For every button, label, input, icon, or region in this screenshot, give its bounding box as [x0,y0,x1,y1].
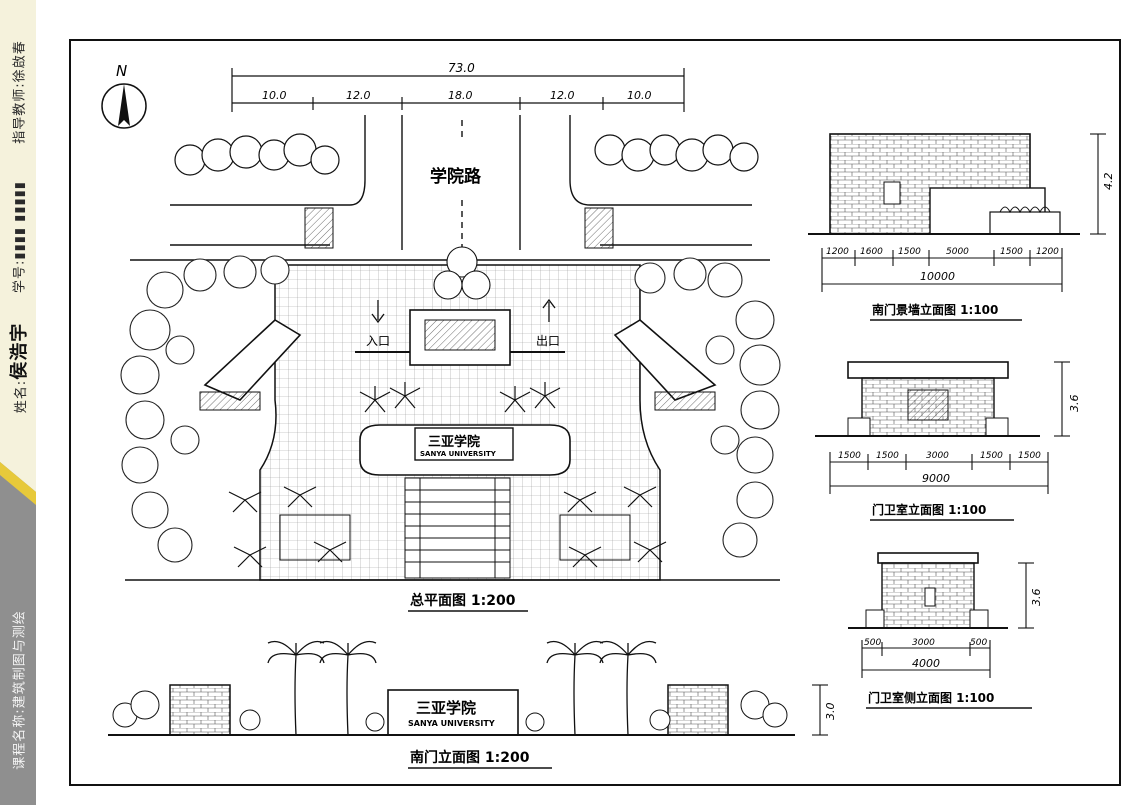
feature-wall-caption: 南门景墙立面图 1:100 [872,302,998,317]
site-plan-caption: 总平面图 1:200 [410,592,516,609]
planter-box-left [279,514,351,561]
guard-house-right [613,319,717,411]
entrance-label: 入口 [366,334,390,348]
wall-dim-value: 1500 [1000,247,1023,257]
wall-dim-value: 1200 [826,247,849,257]
guard-dim-value: 1500 [1018,451,1041,461]
north-label: N [116,62,127,80]
north-arrow-icon [101,83,147,129]
exit-arrow-icon [542,298,556,322]
plan-dim-segment: 10.0 [627,89,652,102]
gate-sign-wall [387,689,519,736]
guard-total-dim: 9000 [922,472,950,485]
side-planter-right [969,609,989,629]
student-number-label: 学号:▮▮▮▮ ▮▮▮▮▮ [12,181,28,293]
feature-wall-planter [989,211,1061,235]
gate-elevation-caption: 南门立面图 1:200 [410,749,530,766]
crosswalk-right [584,207,614,249]
palm-trees-plan [359,382,561,413]
side-walls [881,562,975,629]
gate-height-dim [812,684,828,736]
top-tree-rows [174,133,759,176]
guard-planter-right [985,417,1009,437]
guard-dim-value: 1500 [876,451,899,461]
landscape-trees [120,255,781,563]
guard-front-elevation: 3.6 1500 1500 3000 1500 1500 9000 门卫室立面图… [815,361,1081,521]
side-height-value: 3.6 [1030,589,1043,607]
plan-total-dimension: 73.0 [448,61,475,75]
wall-niche [883,181,901,205]
guard-dim-value: 1500 [980,451,1003,461]
south-gate-elevation: 三亚学院 SANYA UNIVERSITY 3.0 南门立面图 1:200 [108,640,837,769]
gate-sign-en: SANYA UNIVERSITY [408,719,495,728]
planter-box-right [559,514,631,561]
gate-pillar-right [667,684,729,736]
wall-dim-chain [821,248,1063,292]
course-name-label: 课程名称:建筑制图与测绘 [12,610,28,770]
sign-text-en: SANYA UNIVERSITY [420,450,497,458]
guard-height-value: 3.6 [1068,395,1081,413]
plan-dim-segment: 10.0 [262,89,287,102]
guard-planter-left [847,417,871,437]
site-plan: N 73.0 10.0 12.0 18.0 12.0 10.0 [101,61,781,612]
side-planter-left [865,609,885,629]
guard-front-caption: 门卫室立面图 1:100 [872,502,986,517]
guard-roof [847,361,1009,379]
gate-shrubs [112,690,788,732]
wall-dim-value: 5000 [946,247,969,257]
sign-board [414,427,514,461]
guard-dim-value: 1500 [838,451,861,461]
central-tree-cluster [433,246,491,300]
side-height-dim [1018,562,1034,629]
feature-wall-elevation: 4.2 1200 1600 1500 5000 1500 1200 10000 … [808,133,1115,321]
gate-pillar-left [169,684,231,736]
planter-shrubs [999,206,1051,214]
guard-house-left [199,319,302,411]
side-total-dim: 4000 [912,657,940,670]
teacher-label: 指导教师:徐啟春 [12,40,28,144]
drawing-sheet: N 73.0 10.0 12.0 18.0 12.0 10.0 [69,39,1121,786]
plan-dimension-chain [231,68,685,112]
exit-label: 出口 [536,334,560,348]
side-dim-chain [861,640,991,678]
plan-dim-segment: 12.0 [346,89,371,102]
side-window [924,587,936,607]
title-block-sidebar: 姓名:侯浩宇 学号:▮▮▮▮ ▮▮▮▮▮ 指导教师:徐啟春 课程名称:建筑制图与… [0,0,36,805]
road-name: 学院路 [430,166,482,187]
wall-dim-value: 1600 [860,247,883,257]
wall-height-dim [1090,133,1106,235]
plan-dim-segment: 12.0 [550,89,575,102]
wall-dim-value: 1200 [1036,247,1059,257]
gate-sign-cn: 三亚学院 [416,699,476,717]
guard-window [907,389,949,421]
gate-palm-trees [267,640,657,736]
booth-roof [424,319,496,351]
guard-dim-value: 3000 [926,451,949,461]
wall-dim-value: 1500 [898,247,921,257]
wall-total-dim: 10000 [920,270,955,283]
side-dim-value: 500 [970,638,987,648]
side-roof [877,552,979,564]
student-name-label: 姓名:侯浩宇 [9,322,30,414]
guard-dim-chain [829,452,1049,494]
sign-text-cn: 三亚学院 [428,434,480,450]
gate-height-value: 3.0 [824,703,837,721]
lower-palm-groves [228,486,667,568]
side-dim-value: 500 [864,638,881,648]
guard-height-dim [1054,361,1070,437]
sidebar-background [0,0,36,805]
guard-side-elevation: 3.6 500 3000 500 4000 门卫室侧立面图 1:100 [848,552,1043,709]
wall-height-value: 4.2 [1102,173,1115,191]
entrance-arrow-icon [371,300,385,324]
entrance-steps [404,477,511,579]
side-dim-value: 3000 [912,638,935,648]
crosswalk-left [304,207,334,249]
plan-dim-segment: 18.0 [448,89,473,102]
guard-side-caption: 门卫室侧立面图 1:100 [868,690,994,705]
